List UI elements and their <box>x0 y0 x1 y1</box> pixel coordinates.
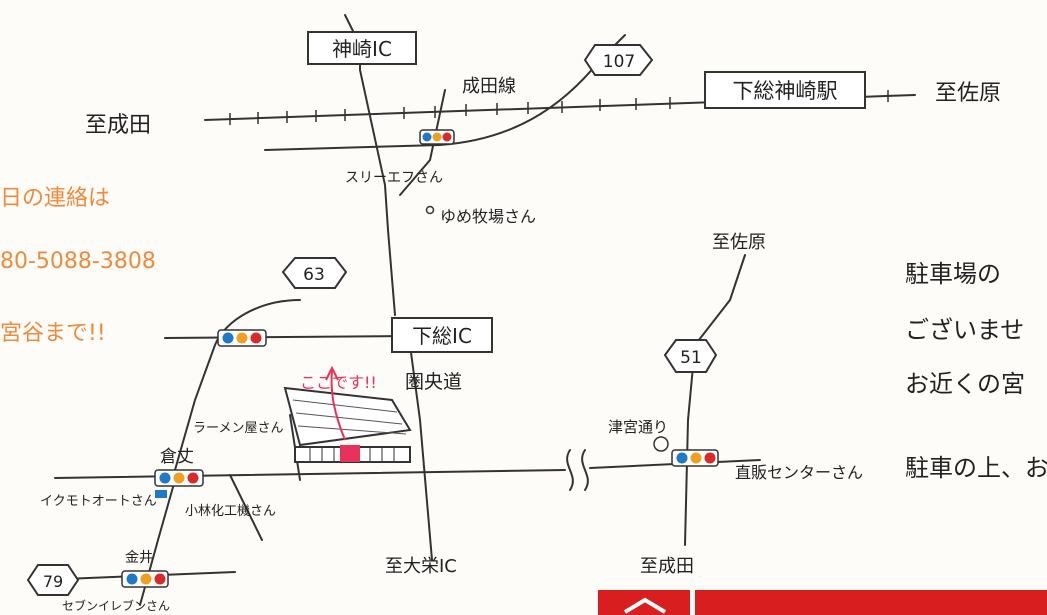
to-sawara-right-label: 至佐原 <box>712 232 766 253</box>
parking-line4: 駐車の上、お <box>905 454 1047 482</box>
signal-kanai-icon <box>121 570 169 588</box>
to-narita-bottom-label: 至成田 <box>640 556 694 577</box>
school-icon <box>653 436 669 452</box>
road-break-2 <box>581 449 589 491</box>
contact-phone: 80-5088-3808 <box>0 249 156 274</box>
obuchi-kako-label: 小林化工機さん <box>185 504 276 519</box>
bottom-banner <box>598 590 1047 615</box>
ken-o-do-label: 圏央道 <box>405 371 462 393</box>
route-107-label: 107 <box>603 52 635 72</box>
route-107-shield <box>583 44 654 76</box>
route-63-label: 63 <box>303 265 325 285</box>
shimosa-ic-box <box>391 317 493 353</box>
route-51-shield <box>663 339 718 373</box>
here-label: ここです!! <box>300 373 377 392</box>
ikumoto-auto-label: イクモトオートさん <box>40 494 157 509</box>
station-label: 下総神崎駅 <box>733 79 838 103</box>
to-narita-top-label: 至成田 <box>85 113 151 138</box>
route-51-label: 51 <box>680 348 702 368</box>
parking-line1: 駐車場の <box>905 260 1001 288</box>
road-break-1 <box>566 449 574 491</box>
kurayoshi-label: 倉丈 <box>160 447 194 467</box>
parking-line2: ございませ <box>905 316 1024 344</box>
station-box <box>704 71 866 109</box>
home-icon <box>623 597 667 614</box>
railway-ticks <box>229 90 889 125</box>
three-f-label: スリーエフさん <box>345 170 443 186</box>
contact-line1: 日の連絡は <box>0 186 110 211</box>
yume-farm-label: ゆめ牧場さん <box>440 207 536 226</box>
signal-63-icon <box>217 329 267 347</box>
shimosa-ic-label: 下総IC <box>412 324 472 348</box>
connector-road <box>399 89 446 196</box>
route-51-road <box>684 254 746 546</box>
obuchi-road <box>229 474 263 541</box>
ken-o-do-expressway <box>409 344 433 561</box>
destination-pointer <box>330 369 346 441</box>
route-63-road <box>174 299 301 471</box>
signal-63-road <box>164 335 406 339</box>
kurayoshi-road <box>54 469 566 479</box>
yume-farm-dot <box>425 205 435 215</box>
kanzaki-ic-label: 神崎IC <box>332 37 392 61</box>
to-oei-ic-label: 至大栄IC <box>385 556 457 577</box>
destination-marker <box>340 445 360 462</box>
parking-line3: お近くの宮 <box>905 370 1025 398</box>
signal-107-icon <box>419 129 455 145</box>
signal-kurayoshi-icon <box>154 469 204 498</box>
ramen-shop-label: ラーメン屋さん <box>193 421 283 436</box>
tsunomiya-dori-label: 津宮通り <box>608 418 668 436</box>
kanzaki-ic-box <box>307 31 417 65</box>
contact-line3: 宮谷まで!! <box>0 321 106 346</box>
narita-line-label: 成田線 <box>462 76 516 97</box>
direct-sales-center-label: 直販センターさん <box>735 463 863 482</box>
route-79-label: 79 <box>43 572 63 591</box>
route-79-shield <box>26 564 80 596</box>
seven-eleven-label: セブンイレブンさん <box>62 598 170 613</box>
route-63-shield <box>281 257 348 289</box>
destination-building <box>283 386 412 463</box>
to-sawara-top-label: 至佐原 <box>935 81 1001 106</box>
signal-51-icon <box>671 449 719 467</box>
kanai-label: 金井 <box>125 550 153 566</box>
